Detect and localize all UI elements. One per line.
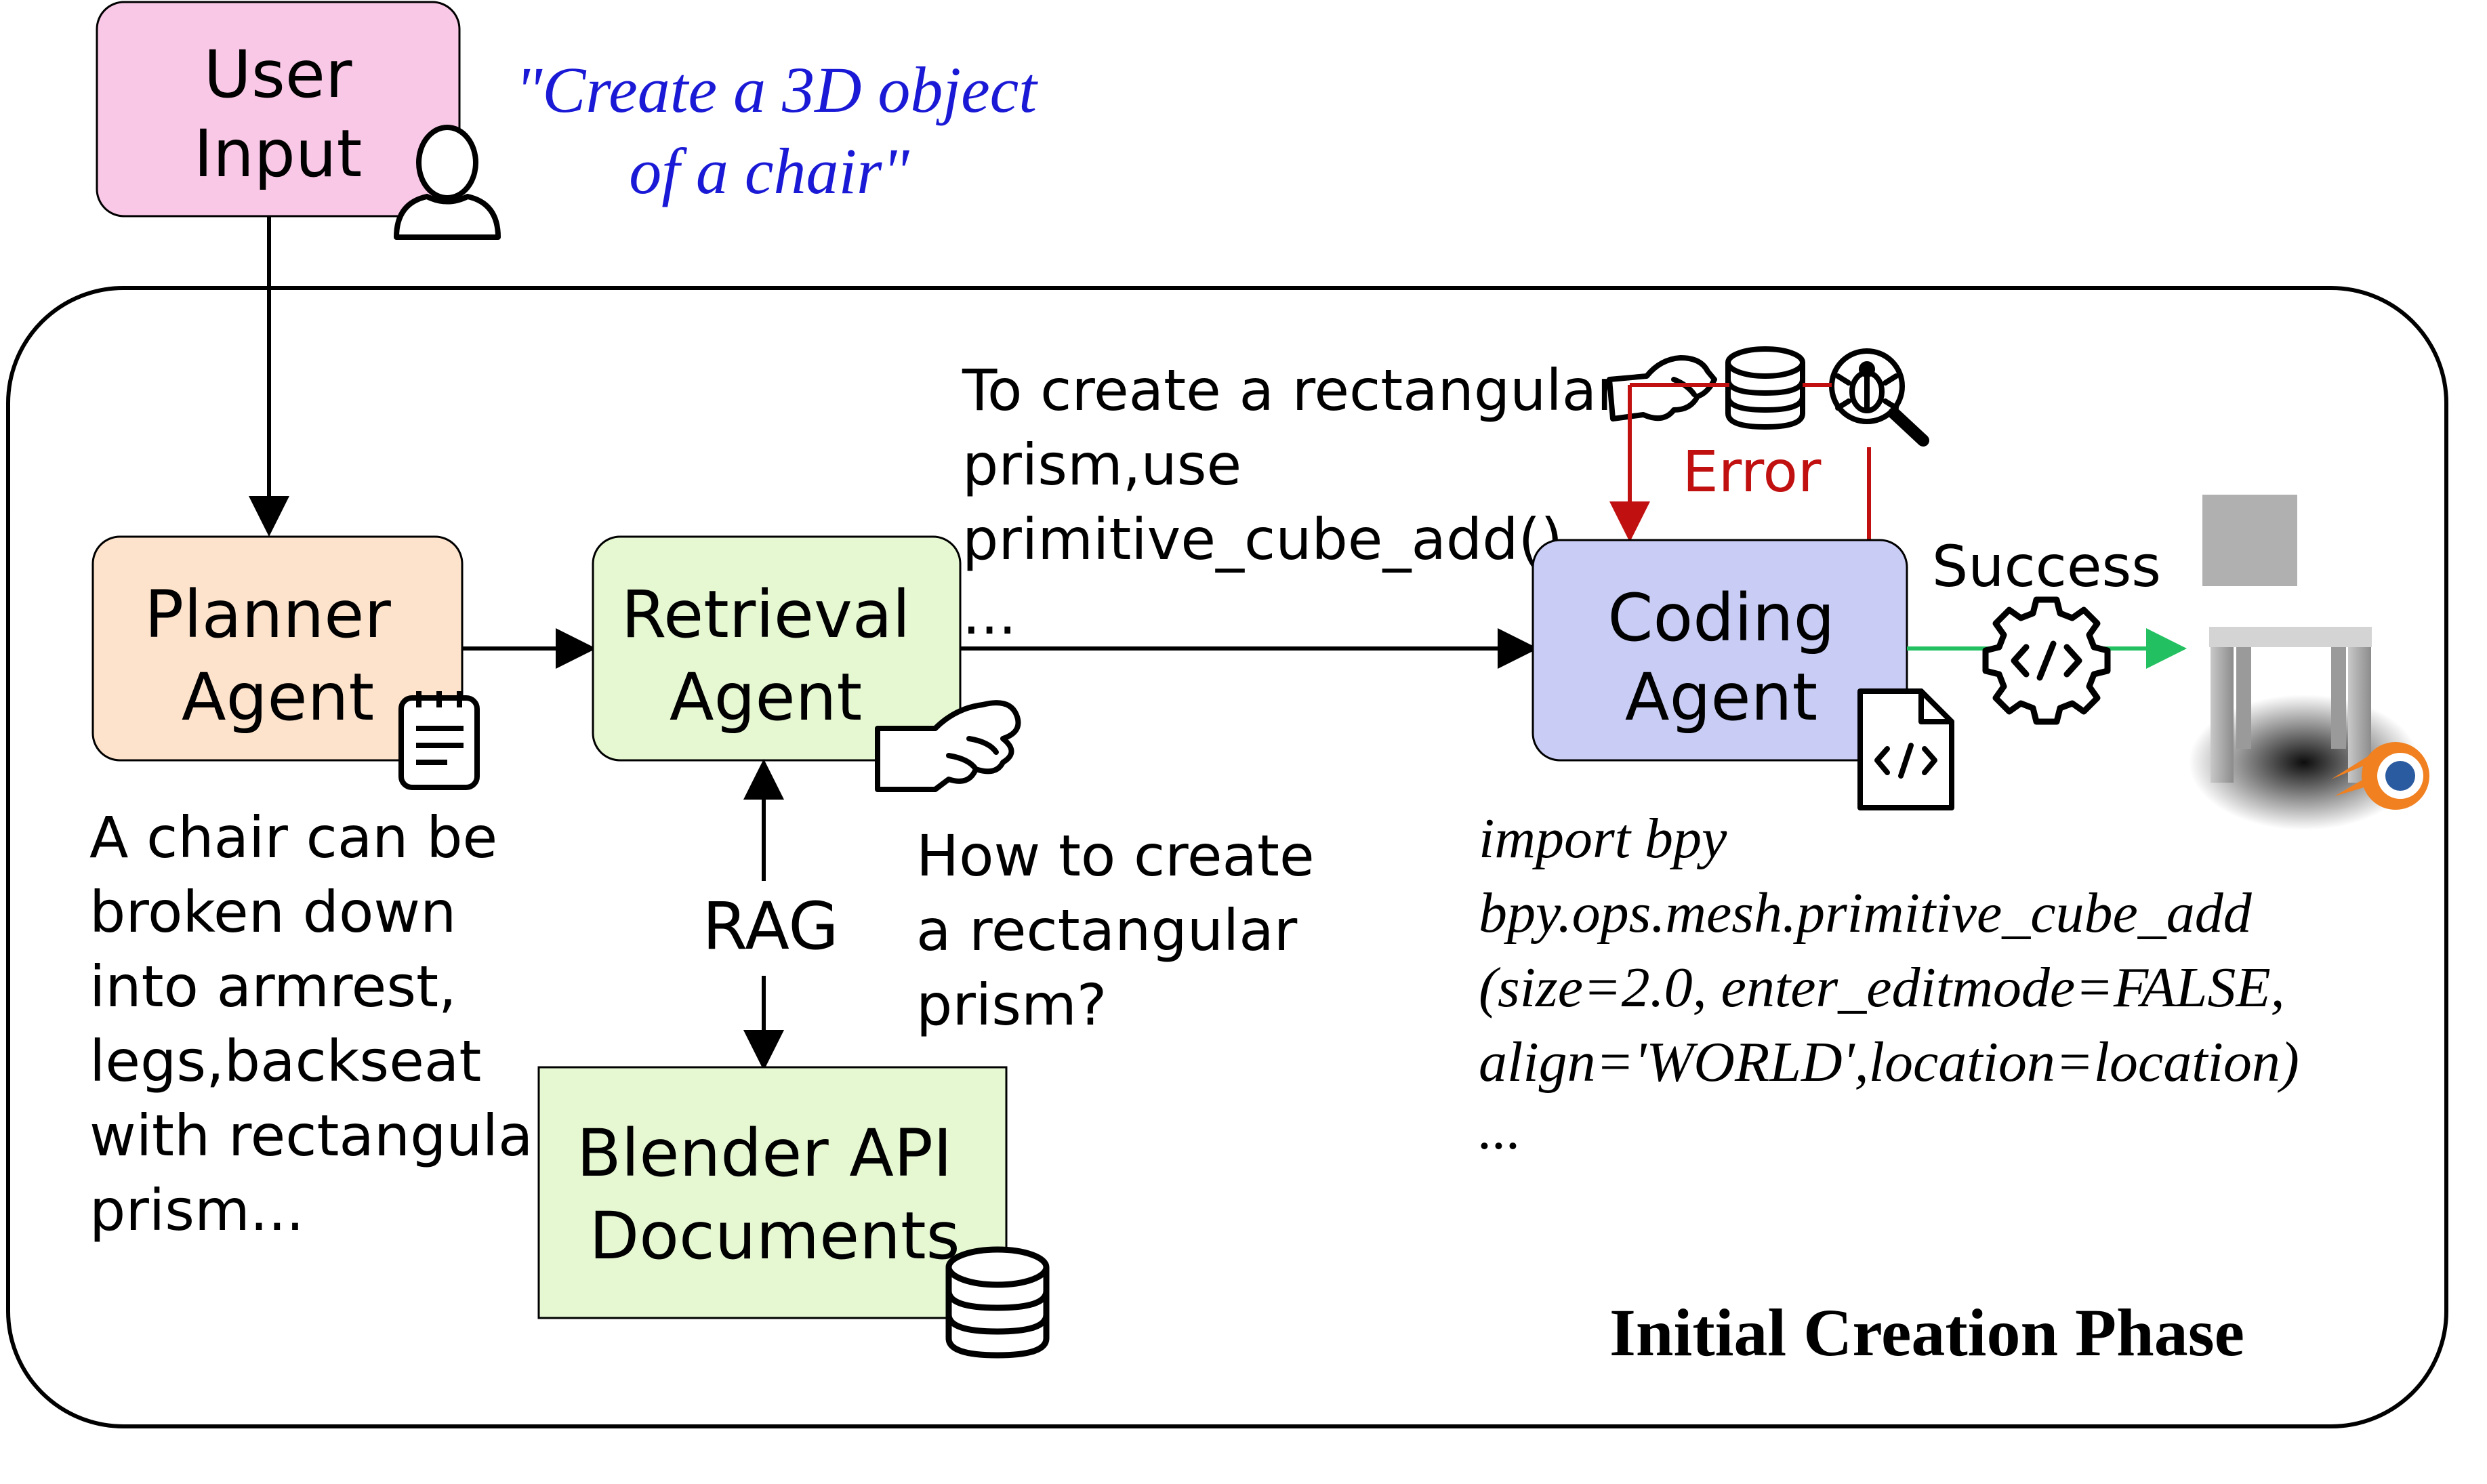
coding-label-line1: Coding — [1607, 580, 1834, 656]
hand-icon — [1607, 355, 1717, 421]
notepad-icon — [398, 691, 480, 790]
user-input-box — [96, 1, 461, 218]
docs-label-line1: Blender API — [577, 1115, 952, 1191]
retrieval-label-line1: Retrieval — [621, 577, 911, 653]
chair-leg — [2211, 647, 2234, 783]
planner-output-line: legs,backseat — [89, 1028, 481, 1094]
docs-label-line2: Documents — [589, 1198, 960, 1274]
planner-output-line: broken down — [89, 879, 456, 945]
planner-label-line1: Planner — [144, 577, 391, 653]
retrieval-answer-line: primitive_cube_add() — [962, 506, 1563, 573]
retrieval-agent-node: Retrieval Agent — [592, 535, 962, 762]
planner-output-line: with rectangular — [89, 1102, 556, 1169]
retrieval-question-line: a rectangular — [916, 897, 1298, 964]
retrieval-question-text: How to create a rectangular prism? — [916, 823, 1315, 1038]
retrieval-answer-line: prism,use — [962, 432, 1241, 498]
code-file-icon — [1857, 688, 1954, 810]
user-input-label-line2: Input — [194, 116, 363, 192]
code-output-text: import bpy bpy.ops.mesh.primitive_cube_a… — [1479, 807, 2299, 1161]
chair-leg — [2331, 647, 2346, 749]
code-line: align='WORLD',location=location) — [1479, 1031, 2299, 1094]
blender-logo-icon — [2331, 742, 2429, 810]
initial-creation-phase-container — [6, 286, 2448, 1428]
code-line: bpy.ops.mesh.primitive_cube_add — [1479, 882, 2253, 945]
blender-api-documents-box — [537, 1066, 1008, 1319]
bug-search-icon — [1829, 348, 1929, 447]
planner-output-line: prism... — [89, 1177, 304, 1243]
chair-seat-top — [2209, 627, 2372, 647]
user-quote-line1: "Create a 3D object — [515, 54, 1038, 126]
hand-icon — [875, 700, 1021, 792]
database-icon — [945, 1246, 1050, 1359]
coding-label-line2: Agent — [1625, 659, 1817, 735]
planner-output-text: A chair can be broken down into armrest,… — [89, 804, 556, 1243]
user-input-label-line1: User — [204, 37, 352, 112]
database-icon — [1725, 346, 1805, 430]
phase-label: Initial Creation Phase — [1609, 1295, 2244, 1370]
retrieval-answer-line: ... — [962, 581, 1016, 647]
planner-output-line: into armrest, — [89, 953, 457, 1020]
code-line: import bpy — [1479, 807, 1727, 870]
chair-render-icon — [2189, 495, 2419, 830]
coding-agent-node: Coding Agent — [1532, 539, 1908, 762]
retrieval-question-line: How to create — [916, 823, 1315, 889]
retrieval-answer-text: To create a rectangular prism,use primit… — [962, 357, 1620, 647]
chair-leg — [2236, 647, 2251, 749]
blender-api-documents-node: Blender API Documents — [537, 1066, 1008, 1319]
rag-label: RAG — [702, 888, 838, 964]
gear-code-icon — [1982, 596, 2111, 725]
user-quote-line2: of a chair" — [629, 135, 909, 207]
code-line: (size=2.0, enter_editmode=FALSE, — [1479, 956, 2285, 1019]
planner-output-line: A chair can be — [89, 804, 497, 871]
success-label: Success — [1932, 533, 2161, 600]
planner-label-line2: Agent — [182, 659, 374, 735]
retrieval-question-line: prism? — [916, 972, 1107, 1038]
error-label: Error — [1683, 438, 1822, 505]
retrieval-answer-line: To create a rectangular — [962, 357, 1620, 424]
code-line: ... — [1479, 1098, 1521, 1161]
chair-backrest — [2202, 495, 2297, 586]
user-input-node: User Input — [96, 1, 461, 218]
user-icon — [394, 125, 501, 240]
retrieval-label-line2: Agent — [670, 659, 862, 735]
planner-agent-node: Planner Agent — [91, 535, 464, 762]
